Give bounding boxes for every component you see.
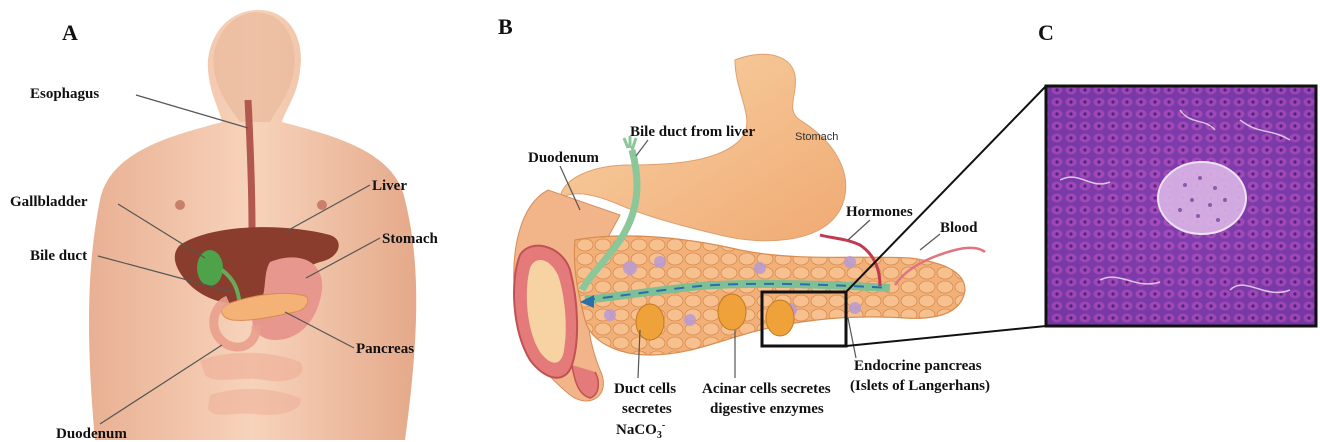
label-pancreas: Pancreas	[356, 341, 414, 357]
leader-blood	[920, 234, 940, 250]
label-duct-cells-sub: 3	[657, 430, 662, 441]
label-hormones: Hormones	[846, 204, 913, 220]
label-duct-cells-3-main: NaCO	[616, 422, 657, 438]
label-duodenum-a: Duodenum	[56, 426, 127, 442]
label-duct-cells-3: NaCO3-	[616, 420, 665, 441]
torso-illustration	[89, 10, 416, 440]
label-bile-duct: Bile duct	[30, 248, 87, 264]
panel-a-letter: A	[62, 20, 78, 45]
panel-c: C	[1038, 20, 1316, 326]
panel-b-letter: B	[498, 14, 513, 39]
leader-endocrine	[848, 318, 856, 358]
zoom-line-bottom	[846, 326, 1046, 346]
label-bile-duct-from-liver: Bile duct from liver	[630, 124, 755, 140]
label-duct-cells-sup: -	[662, 420, 665, 431]
label-duct-cells-1: Duct cells	[614, 381, 676, 397]
label-acinar-2: digestive enzymes	[710, 401, 824, 417]
label-acinar-1: Acinar cells secretes	[702, 381, 831, 397]
label-esophagus: Esophagus	[30, 86, 99, 102]
leader-bile-duct-from-liver	[636, 140, 648, 156]
histology-image	[1046, 86, 1316, 326]
panel-a: A Esophagus	[10, 10, 438, 442]
label-gallbladder: Gallbladder	[10, 194, 88, 210]
leader-hormones	[848, 220, 870, 240]
zoom-line-top	[846, 86, 1046, 292]
label-stomach-a: Stomach	[382, 231, 438, 247]
label-blood: Blood	[940, 220, 978, 236]
label-stomach-b: Stomach	[795, 131, 838, 143]
label-duodenum-b: Duodenum	[528, 150, 599, 166]
label-endocrine-1: Endocrine pancreas	[854, 358, 982, 374]
panel-b: B Stomach	[498, 14, 990, 441]
label-liver: Liver	[372, 178, 407, 194]
panel-c-letter: C	[1038, 20, 1054, 45]
label-duct-cells-2: secretes	[622, 401, 672, 417]
label-endocrine-2: (Islets of Langerhans)	[850, 378, 990, 394]
